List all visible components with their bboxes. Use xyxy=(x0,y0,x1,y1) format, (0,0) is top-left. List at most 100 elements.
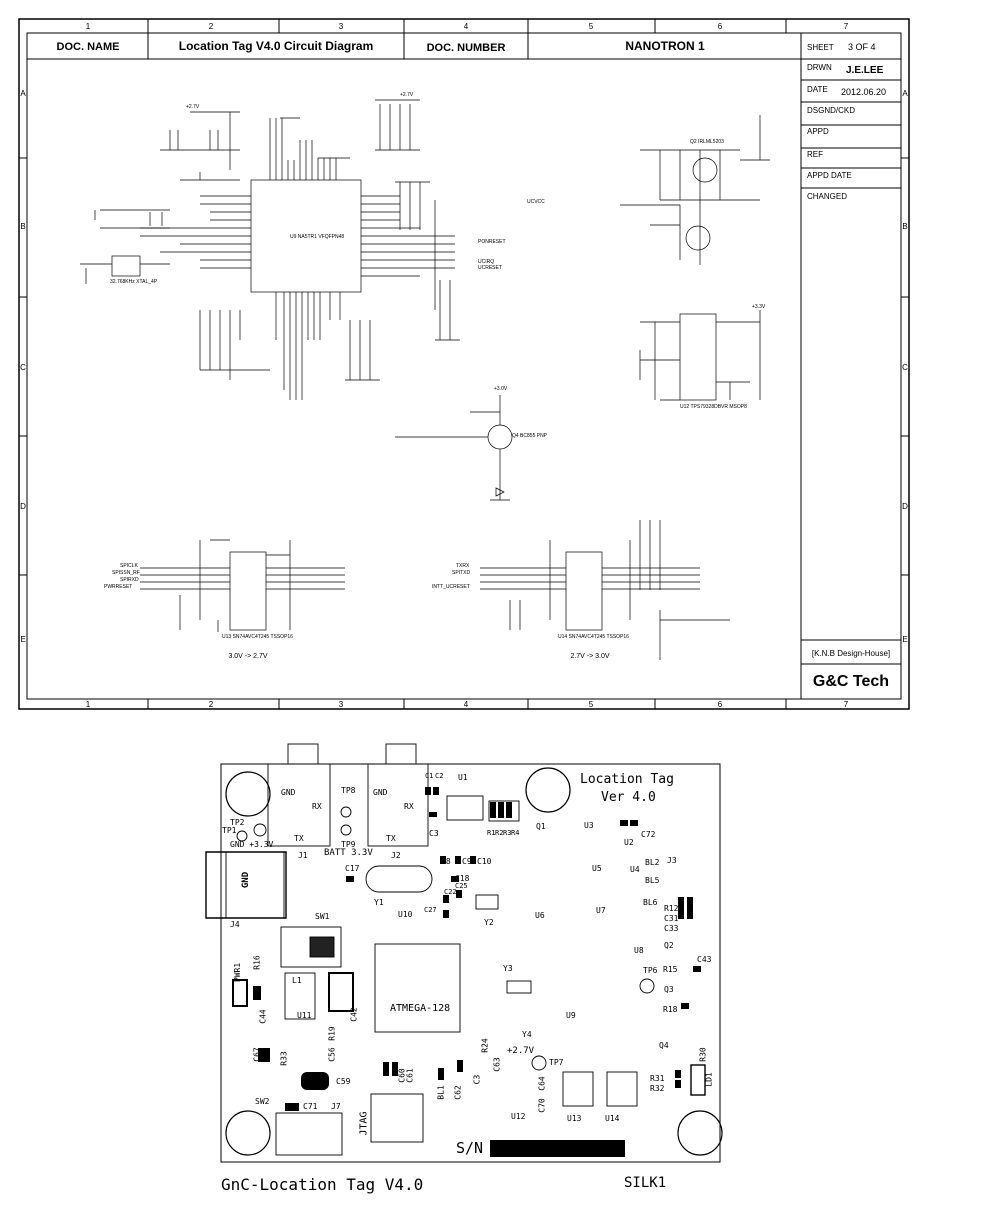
sheet-value: 3 OF 4 xyxy=(848,42,876,52)
chip-label-q1: Q4 BC855 PNP xyxy=(512,433,548,439)
date-label: DATE xyxy=(807,85,828,94)
ref-q3: Q3 xyxy=(664,985,674,994)
ref-j2: J2 xyxy=(391,851,401,860)
net-label-v27: +2.7V xyxy=(186,104,200,110)
ref-tp7: TP7 xyxy=(549,1058,564,1067)
side-label-appd: APPD xyxy=(807,127,829,136)
ref-gnd: GND xyxy=(281,788,296,797)
ref-c43: C43 xyxy=(697,955,712,964)
row-letter: A xyxy=(20,89,26,98)
drwn-value: J.E.LEE xyxy=(846,65,884,76)
net-label-spiclk: SPICLK xyxy=(120,563,138,569)
ref-tp1: TP1 xyxy=(222,826,237,835)
ref-u4: U4 xyxy=(630,865,640,874)
ref-c70: C70 xyxy=(537,1098,547,1113)
row-letter: B xyxy=(20,222,25,231)
ref-tx: TX xyxy=(386,834,396,843)
ref-u12: U12 xyxy=(511,1112,526,1121)
ref-u1: U1 xyxy=(458,773,468,782)
ref-gnd: GND xyxy=(373,788,388,797)
ref-bl5: BL5 xyxy=(645,876,660,885)
col-number: 2 xyxy=(209,22,214,31)
ref-c31: C31 xyxy=(664,914,679,923)
net-label-v30: +3.0V xyxy=(494,386,508,392)
row-letter: D xyxy=(902,502,908,511)
col-number: 2 xyxy=(209,700,214,709)
ref-r2: R2 xyxy=(495,829,504,837)
net-label-spitxd: SPITXD xyxy=(452,570,470,576)
col-number: 4 xyxy=(464,22,469,31)
ref-j3: J3 xyxy=(667,856,677,865)
ref-u11: U11 xyxy=(297,1011,312,1020)
ref-rx: RX xyxy=(404,802,414,811)
ref-u9: U9 xyxy=(566,1011,576,1020)
ref-r30: R30 xyxy=(698,1047,708,1062)
ref-c33: C33 xyxy=(664,924,679,933)
ref-r31: R31 xyxy=(650,1074,665,1083)
ref-c9: C9 xyxy=(462,857,472,866)
ref-q4: Q4 xyxy=(659,1041,669,1050)
design-house: [K.N.B Design-House] xyxy=(812,649,890,658)
ref-j4: J4 xyxy=(230,920,240,929)
sheet-label: SHEET xyxy=(807,43,834,52)
level-shifter-right-label: 2.7V -> 3.0V xyxy=(570,653,609,660)
ref-gnd-j4: GND xyxy=(241,871,252,889)
silk-jtag-label: JTAG xyxy=(358,1111,370,1136)
row-letter: E xyxy=(20,635,25,644)
net-label-ucirq: UCIRQ xyxy=(478,259,494,265)
ref-c42: C42 xyxy=(349,1007,359,1022)
ref-r32: R32 xyxy=(650,1084,665,1093)
ref-bl2: BL2 xyxy=(645,858,660,867)
ref-u2: U2 xyxy=(624,838,634,847)
row-letter: E xyxy=(902,635,907,644)
ref-tp8: TP8 xyxy=(341,786,356,795)
ref-y2: Y2 xyxy=(484,918,494,927)
date-value: 2012.06.20 xyxy=(841,87,886,97)
ref-sw1: SW1 xyxy=(315,912,330,921)
ref-c61: C61 xyxy=(405,1068,415,1083)
ref-c2: C2 xyxy=(435,772,444,780)
ref-c71: C71 xyxy=(303,1102,318,1111)
silk-footer-right: SILK1 xyxy=(624,1175,667,1191)
chip-label-u14: U14 SN74AVC4T245 TSSOP16 xyxy=(558,634,629,640)
net-label-spissn: SPISSN_RF xyxy=(112,570,140,576)
chip-label-u13: U13 SN74AVC4T245 TSSOP16 xyxy=(222,634,293,640)
ref-rx: RX xyxy=(312,802,322,811)
ref-c72: C72 xyxy=(641,830,656,839)
doc-name: Location Tag V4.0 Circuit Diagram xyxy=(179,39,373,53)
side-label-appd-date: APPD DATE xyxy=(807,171,852,180)
ref-c63: C63 xyxy=(492,1057,502,1072)
chip-label-u9: U9 NA5TR1 VFQFPN48 xyxy=(290,234,344,240)
net-label-pwrreset: PWRRESET xyxy=(104,584,132,590)
ref-u8: U8 xyxy=(634,946,644,955)
silk-title-line2: Ver 4.0 xyxy=(601,790,656,805)
ref-bl1: BL1 xyxy=(436,1085,446,1100)
ref-y1: Y1 xyxy=(374,898,384,907)
row-letter: B xyxy=(902,222,907,231)
ref-r16: R16 xyxy=(252,955,262,970)
drwn-label: DRWN xyxy=(807,63,832,72)
chip-label-y: 32.768KHz XTAL_4P xyxy=(110,279,158,285)
ref-q1: Q1 xyxy=(536,822,546,831)
level-shifter-left-label: 3.0V -> 2.7V xyxy=(228,653,267,660)
col-number: 3 xyxy=(339,22,344,31)
ref-c10: C10 xyxy=(477,857,492,866)
net-label-ucvcc: UCVCC xyxy=(527,199,545,205)
ref-sw2: SW2 xyxy=(255,1097,270,1106)
side-label-dsgnd: DSGND/CKD xyxy=(807,106,855,115)
ref-pwr1: PWR1 xyxy=(233,962,243,983)
ref-y4: Y4 xyxy=(522,1030,532,1039)
ref-r3: R3 xyxy=(503,829,512,837)
ref-c1: C1 xyxy=(425,772,434,780)
ref-c22: C22 xyxy=(444,888,457,896)
net-label-ucreset: UCRESET xyxy=(478,265,502,271)
ref-c8: C8 xyxy=(441,857,451,866)
silk-footer-left: GnC-Location Tag V4.0 xyxy=(221,1175,424,1194)
row-letter: C xyxy=(902,363,908,372)
col-number: 4 xyxy=(464,700,469,709)
ref-c59: C59 xyxy=(336,1077,351,1086)
net-label-porreset: PONRESET xyxy=(478,239,506,245)
ref-c27: C27 xyxy=(424,906,437,914)
col-number: 3 xyxy=(339,700,344,709)
ref-c25: C25 xyxy=(455,882,468,890)
